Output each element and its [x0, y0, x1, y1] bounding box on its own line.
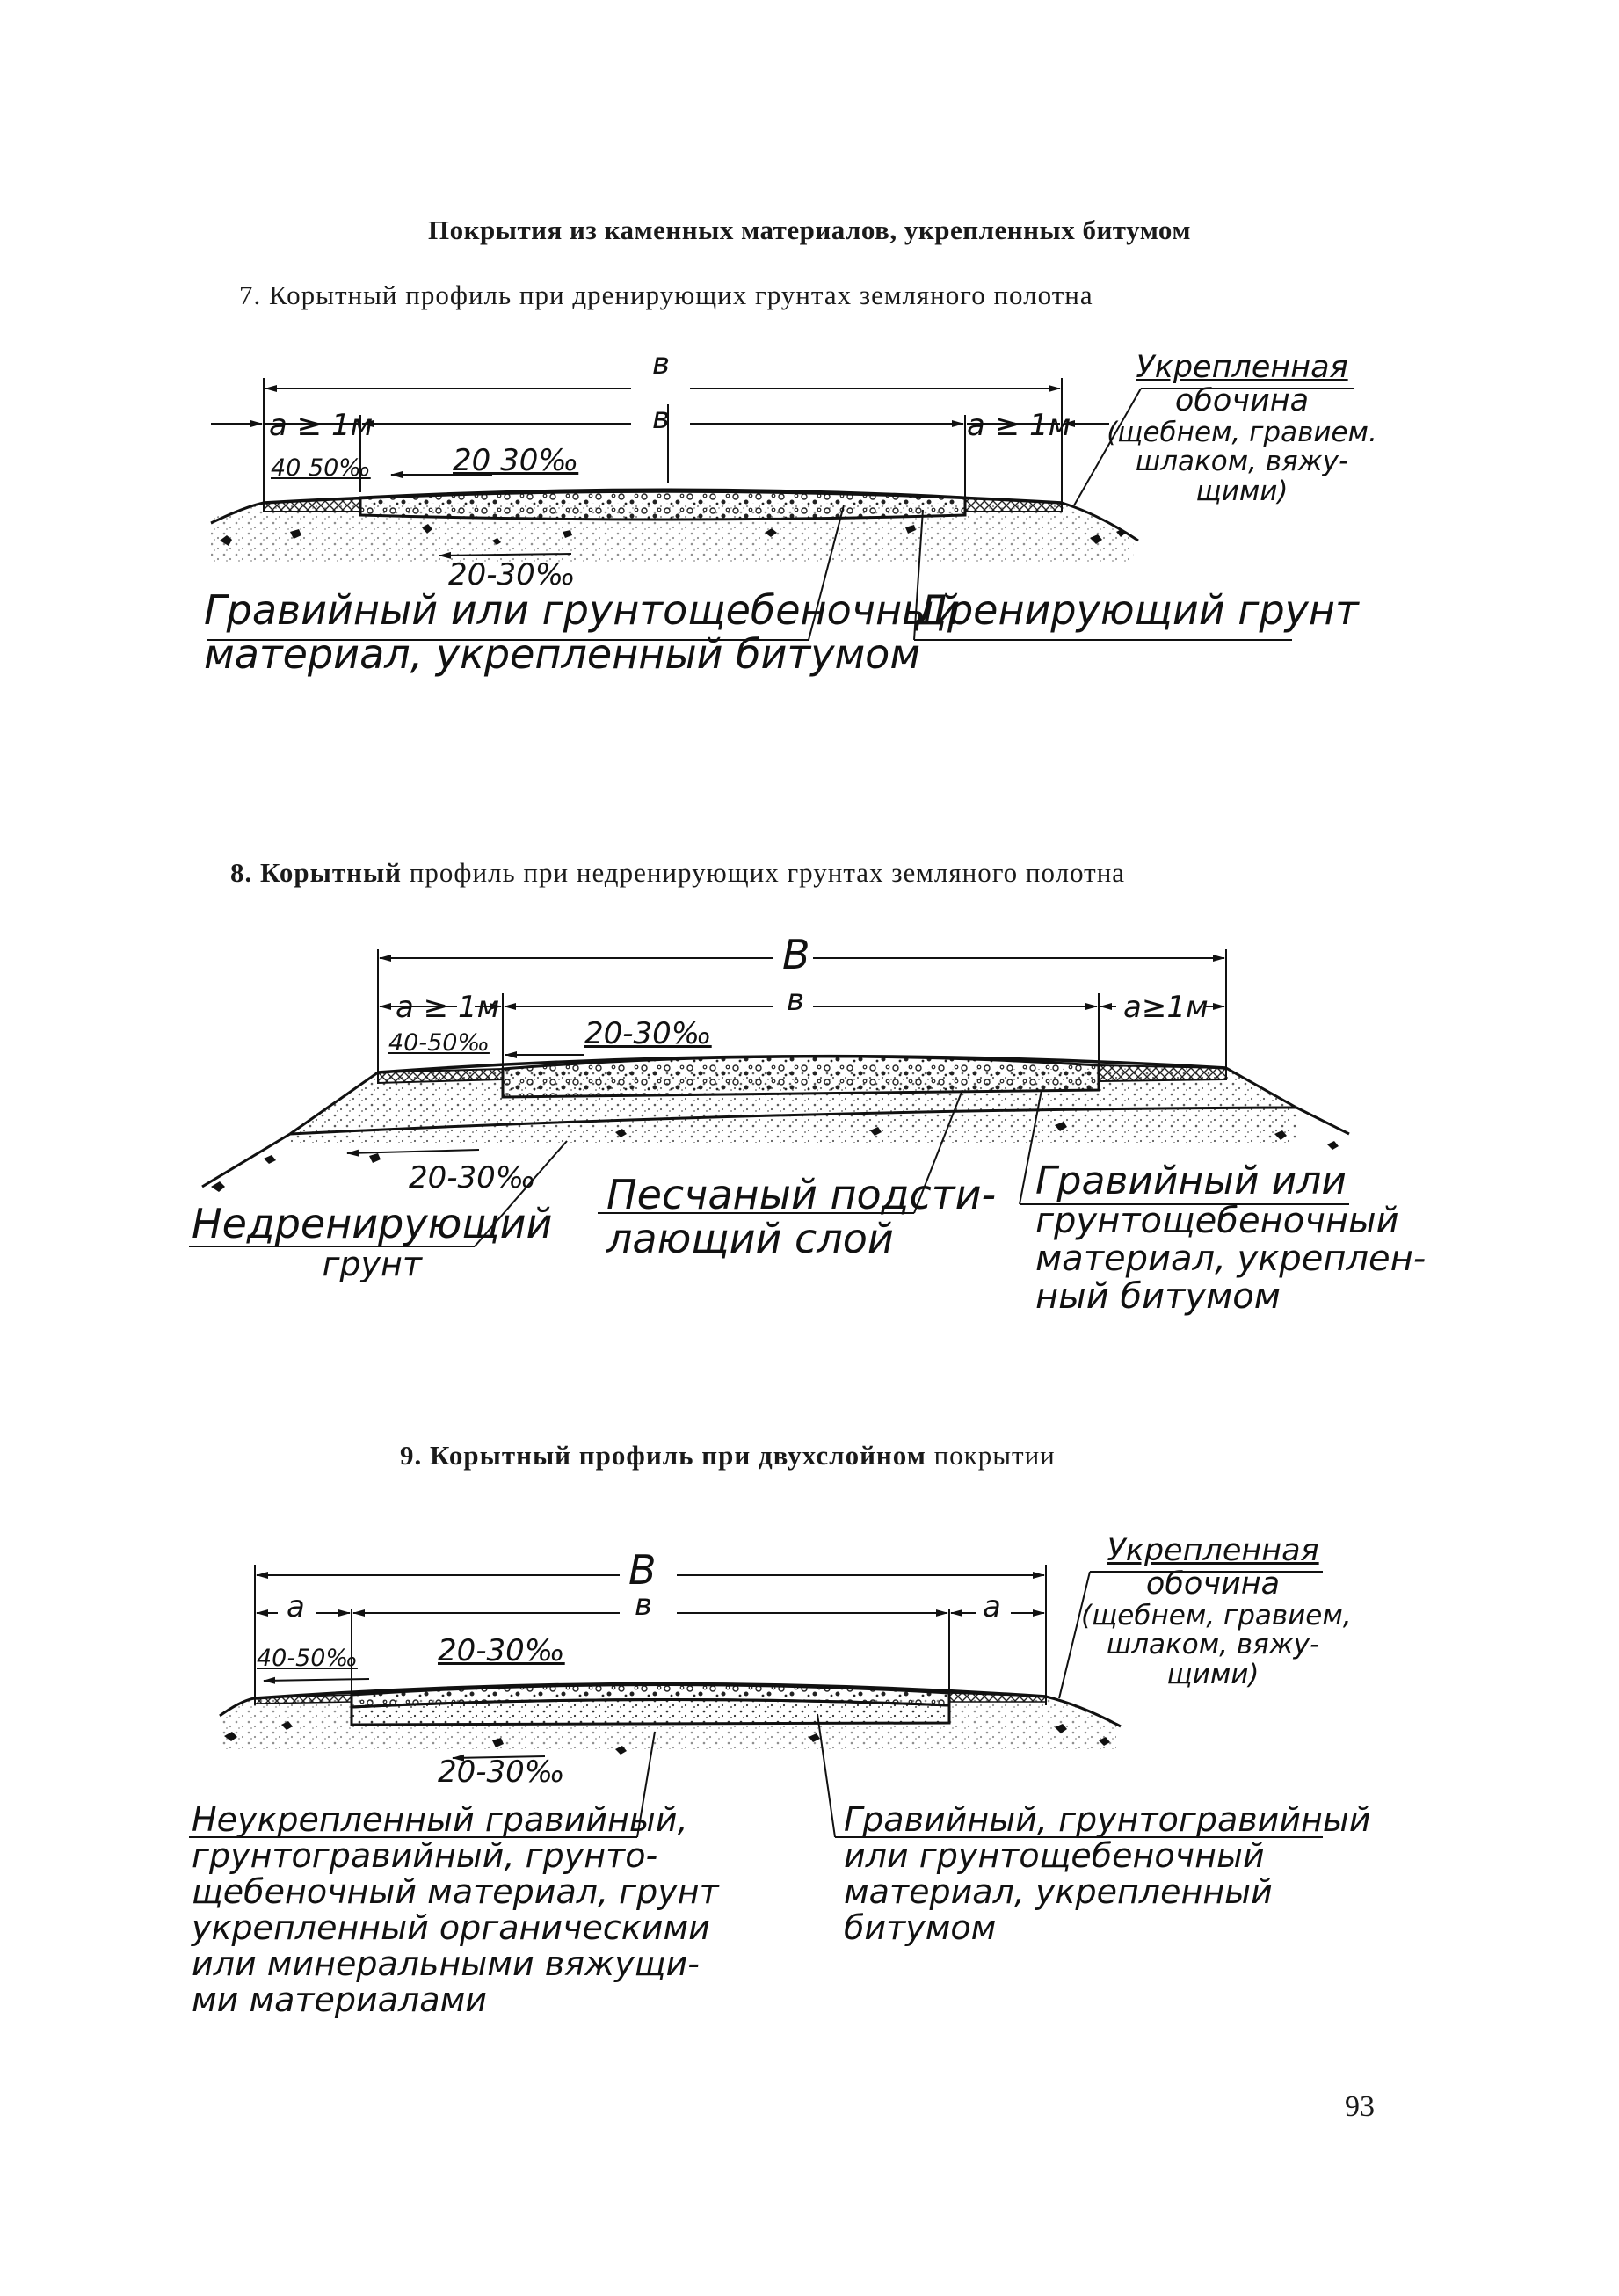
figure-7-caption: 7. Корытный профиль при дренирующих грун…: [239, 280, 1093, 310]
shoulder-label: Укрепленная обочина (щебнем, гравием. шл…: [1107, 350, 1377, 507]
dimension-lines: [211, 385, 1109, 483]
dim-roadway: в: [652, 401, 671, 436]
material-label: Гравийный или грунтощебеночный материал,…: [1035, 1159, 1427, 1317]
shoulder-slope: 40 50‰: [271, 454, 371, 482]
figure-8-drawing: [189, 949, 1350, 1247]
figure-8: В в а ≥ 1м а≥1м 40-50‰ 20-30‰ 20-30‰ Нед…: [0, 923, 1619, 1336]
extension-lines: [263, 378, 1063, 505]
material-label: Гравийный, грунтогравийный или грунтощеб…: [844, 1800, 1371, 1948]
leader-lines: [207, 388, 1354, 641]
bottom-slope: 20-30‰: [448, 557, 576, 592]
dim-roadway: в: [787, 983, 805, 1018]
figure-9-caption: 9. Корытный профиль при двухслойном покр…: [400, 1440, 1056, 1471]
figure-7-drawing: [207, 378, 1354, 641]
dim-total: в: [652, 346, 671, 381]
dim-shoulder-right: а ≥ 1м: [967, 408, 1071, 443]
shoulder-label: Укрепленная обочина (щебнем, гравием, шл…: [1081, 1533, 1352, 1690]
section-heading: Покрытия из каменных материалов, укрепле…: [428, 214, 1191, 245]
dim-shoulder-left: а ≥ 1м: [269, 408, 374, 443]
bottom-slope: 20-30‰: [438, 1755, 565, 1790]
top-slope: 20-30‰: [438, 1633, 565, 1668]
page-number: 93: [1345, 2090, 1375, 2123]
dim-shoulder-right: а≥1м: [1123, 990, 1209, 1025]
figure-9: В в а а 40-50‰ 20-30‰ 20-30‰ Укрепленная…: [0, 1529, 1619, 2057]
top-slope: 20-30‰: [584, 1016, 712, 1051]
soil-label: Недренирующий грунт: [192, 1200, 553, 1283]
dim-roadway: в: [635, 1588, 653, 1623]
figure-7: в в а ≥ 1м а ≥ 1м 40 50‰ 20 30‰ 20-30‰ У…: [0, 348, 1619, 721]
shoulder-slope: 40-50‰: [388, 1029, 490, 1057]
top-slope: 20 30‰: [453, 443, 579, 478]
bottom-slope: 20-30‰: [409, 1160, 536, 1195]
dim-shoulder-left: а ≥ 1м: [396, 990, 500, 1025]
dim-total: В: [782, 931, 810, 978]
base-label: Неукрепленный гравийный, грунтогравийный…: [192, 1800, 719, 2020]
sand-layer-label: Песчаный подсти- лающий слой: [606, 1171, 997, 1262]
dim-shoulder-right: а: [983, 1589, 1001, 1624]
shoulder-slope: 40-50‰: [257, 1645, 358, 1672]
figure-8-caption: 8. Корытный профиль при недренирующих гр…: [230, 857, 1126, 888]
figure-9-drawing: [189, 1565, 1323, 1838]
material-label: Гравийный или грунтощебеночный материал,…: [204, 586, 961, 678]
dim-shoulder-left: а: [287, 1589, 305, 1624]
dim-total: В: [628, 1546, 657, 1594]
soil-label: Дренирующий грунт: [916, 586, 1359, 634]
